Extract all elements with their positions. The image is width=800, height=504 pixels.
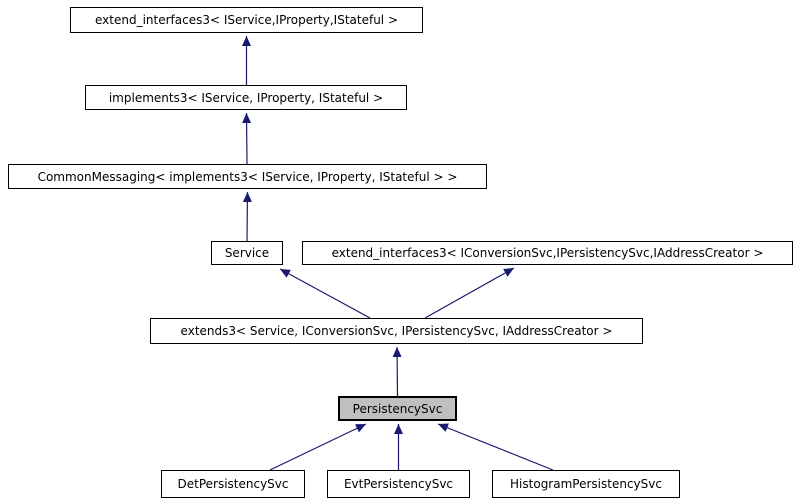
edge-extends3-to-extend-interfaces3-conversion bbox=[424, 267, 515, 319]
edge-persistencysvc-to-extends3 bbox=[392, 346, 402, 397]
node-evtpersistencysvc[interactable]: EvtPersistencySvc bbox=[327, 470, 470, 498]
node-service[interactable]: Service bbox=[211, 241, 283, 265]
node-commonmessaging[interactable]: CommonMessaging< implements3< IService, … bbox=[8, 164, 487, 189]
node-implements3[interactable]: implements3< IService, IProperty, IState… bbox=[85, 85, 407, 110]
node-detpersistencysvc[interactable]: DetPersistencySvc bbox=[161, 470, 305, 498]
edge-histogrampersistencysvc-to-persistencysvc bbox=[437, 423, 554, 471]
node-extend-interfaces3-iconversionsvc[interactable]: extend_interfaces3< IConversionSvc,IPers… bbox=[302, 241, 793, 265]
node-extend-interfaces3-iservice[interactable]: extend_interfaces3< IService,IProperty,I… bbox=[70, 7, 423, 33]
node-persistencysvc: PersistencySvc bbox=[338, 396, 457, 421]
node-histogrampersistencysvc[interactable]: HistogramPersistencySvc bbox=[492, 470, 680, 498]
edge-detpersistencysvc-to-persistencysvc bbox=[269, 423, 367, 471]
node-extends3[interactable]: extends3< Service, IConversionSvc, IPers… bbox=[150, 318, 643, 344]
edge-extends3-to-service bbox=[279, 268, 371, 319]
edge-service-to-commonmessaging bbox=[242, 191, 252, 242]
edge-commonmessaging-to-implements3 bbox=[242, 112, 252, 165]
